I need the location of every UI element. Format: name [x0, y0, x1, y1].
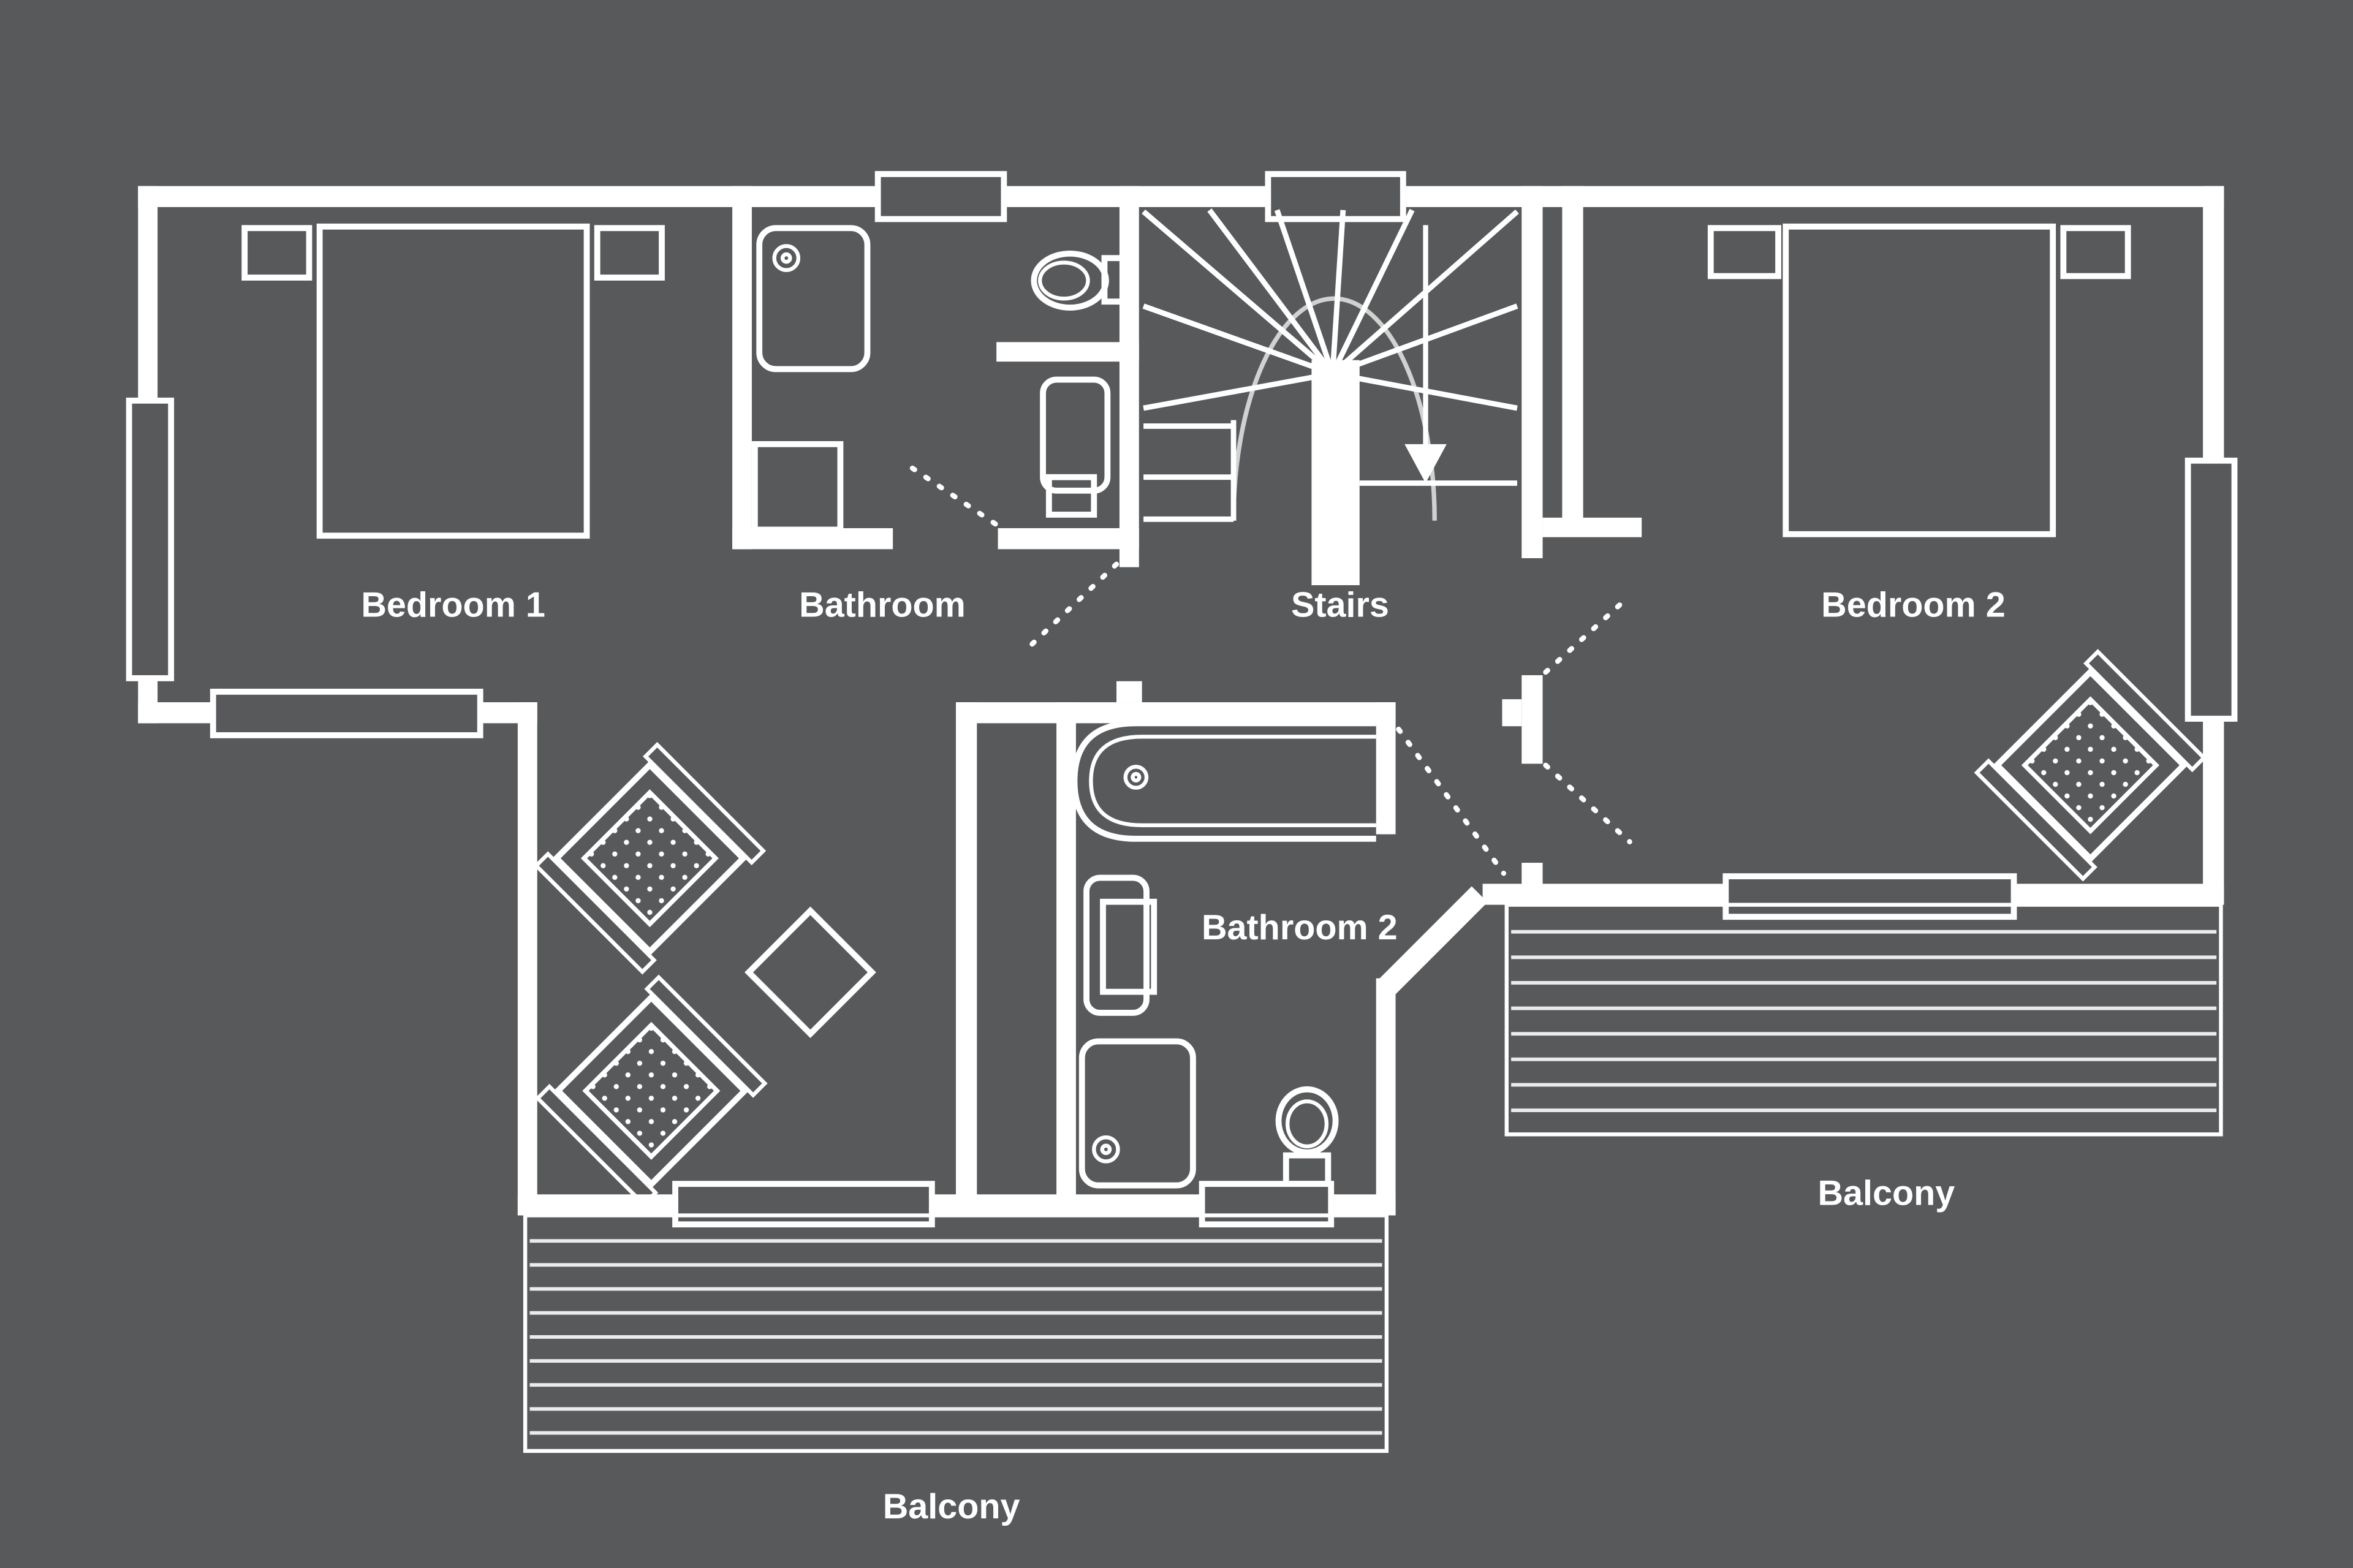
room-label-bathroom: Bathroom	[799, 585, 966, 624]
side-table-icon	[745, 906, 876, 1039]
room-label-bedroom1: Bedroom 1	[361, 585, 545, 624]
bathroom1-fixtures	[751, 225, 1133, 533]
windows	[126, 171, 2238, 1228]
door-swing	[1396, 726, 1507, 876]
wall-landing-left	[517, 702, 537, 1216]
bed-icon	[316, 223, 590, 539]
balcony-deck-bottom	[523, 1213, 1389, 1453]
room-label-balcony-right: Balcony	[1817, 1173, 1955, 1213]
window-icon	[874, 171, 1007, 222]
down-arrow-icon	[1404, 225, 1447, 483]
shower-icon	[756, 225, 871, 373]
bedroom1-furniture	[241, 223, 665, 539]
bed-icon	[1783, 223, 2056, 537]
stairs-icon	[1142, 208, 1519, 586]
wall-stairs-left	[1119, 186, 1139, 567]
walls	[138, 186, 2224, 1216]
window-icon	[210, 689, 483, 738]
wall-bathroom2-right-lower	[1376, 978, 1396, 1216]
room-label-balcony-bottom: Balcony	[883, 1487, 1020, 1526]
wall-bedroom2-left	[1562, 186, 1583, 528]
door-post	[1521, 675, 1543, 764]
wall-bathroom-bottom-right	[998, 528, 1139, 550]
window-icon	[672, 1181, 935, 1228]
door-swing	[1543, 594, 1631, 675]
nightstand-icon	[1707, 225, 1781, 279]
nightstand-icon	[241, 225, 313, 281]
wall-bedroom1-bathroom	[732, 186, 752, 550]
landing-furniture	[533, 741, 876, 1208]
wall-bathroom2-right-upper	[1376, 702, 1396, 835]
nightstand-icon	[2060, 225, 2131, 279]
window-icon	[2184, 457, 2238, 722]
stair-newel	[1311, 360, 1360, 586]
armchair-icon	[533, 741, 767, 975]
door-swing-dashes	[909, 465, 1632, 876]
window-icon	[1722, 873, 2017, 920]
balcony-door-tab	[1521, 863, 1543, 885]
stair-arc	[1231, 296, 1437, 521]
wall-diagonal	[1377, 886, 1488, 997]
bathroom2-door-tab	[1116, 681, 1142, 703]
room-labels: Bedroom 1 Bathroom Stairs Bedroom 2 Bath…	[361, 585, 2005, 1526]
window-icon	[1199, 1181, 1335, 1228]
door-swing	[1543, 762, 1632, 844]
nightstand-icon	[594, 225, 665, 281]
wall-corridor	[1542, 517, 1642, 537]
room-label-bedroom2: Bedroom 2	[1821, 585, 2006, 624]
window-icon	[1265, 171, 1406, 222]
vanity-icon	[751, 441, 844, 533]
door-post-tab	[1502, 699, 1522, 727]
radiator-icon	[1083, 874, 1158, 1016]
door-swing	[909, 465, 1002, 529]
window-icon	[126, 397, 175, 681]
bathroom2-fixtures	[1071, 720, 1376, 1189]
toilet-icon	[1275, 1086, 1339, 1187]
toilet-icon	[1031, 250, 1133, 311]
wall-landing-right	[956, 702, 977, 1216]
room-label-stairs: Stairs	[1291, 585, 1389, 624]
door-swing	[1028, 561, 1120, 648]
armchair-icon	[1974, 649, 2207, 882]
bathtub-icon	[1071, 720, 1376, 842]
wall-bathroom2-top	[956, 702, 1396, 724]
room-label-bathroom2: Bathroom 2	[1202, 908, 1398, 947]
wall-stairs-right	[1521, 186, 1543, 558]
wall-toilet-nook	[996, 342, 1139, 362]
armchair-icon	[535, 974, 768, 1208]
wall-top	[138, 186, 2224, 207]
bedroom2-furniture	[1707, 223, 2207, 882]
radiator-icon	[1040, 376, 1111, 518]
balcony-deck-right	[1504, 903, 2223, 1137]
shower-icon	[1078, 1038, 1196, 1189]
